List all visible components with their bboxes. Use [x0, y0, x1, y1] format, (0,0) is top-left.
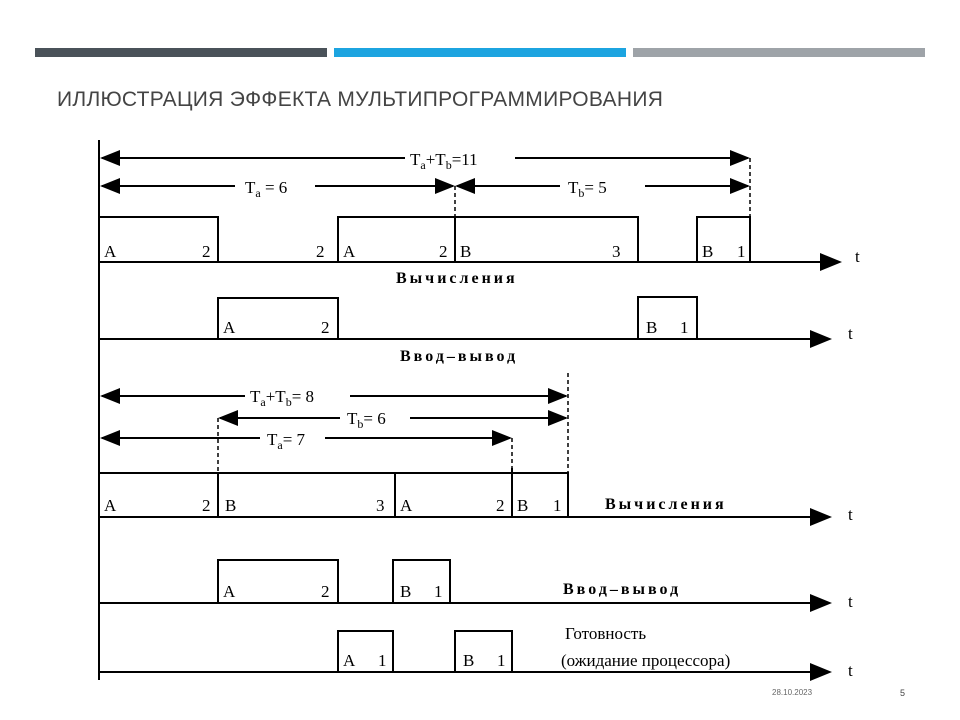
svg-text:B: B: [702, 242, 713, 261]
span-label: Ta= 7: [267, 430, 306, 452]
span-label: Tb= 6: [347, 409, 386, 431]
svg-text:B: B: [225, 496, 236, 515]
svg-text:B: B: [400, 582, 411, 601]
axis-label: t: [848, 661, 853, 680]
svg-text:B: B: [460, 242, 471, 261]
svg-text:3: 3: [612, 242, 621, 261]
svg-text:A: A: [223, 318, 236, 337]
svg-text:A: A: [223, 582, 236, 601]
row-label-compute: Вычисления: [396, 270, 518, 287]
slide-date: 28.10.2023: [772, 688, 813, 697]
svg-text:2: 2: [202, 242, 211, 261]
span-label: Tb= 5: [568, 178, 607, 200]
axis-label: t: [855, 247, 860, 266]
row-label-io: Ввод–вывод: [400, 348, 518, 365]
span-label: Ta+Tb=11: [410, 150, 478, 172]
row-label-io: Ввод–вывод: [563, 581, 681, 598]
header-bar-dark: [35, 48, 327, 57]
svg-text:1: 1: [378, 651, 387, 670]
header-bar-gray: [633, 48, 925, 57]
header-bar-blue: [334, 48, 626, 57]
axis-label: t: [848, 324, 853, 343]
svg-text:2: 2: [439, 242, 448, 261]
axis-label: t: [848, 505, 853, 524]
svg-text:1: 1: [553, 496, 562, 515]
ready-segments: A 1 B 1: [343, 651, 506, 670]
row-label-compute: Вычисления: [605, 496, 727, 513]
svg-text:A: A: [104, 496, 117, 515]
svg-text:2: 2: [316, 242, 325, 261]
svg-text:B: B: [517, 496, 528, 515]
io-segments: A 2 B 1: [223, 318, 689, 337]
svg-text:A: A: [343, 651, 356, 670]
io-segments: A 2 B 1: [223, 582, 443, 601]
svg-text:A: A: [400, 496, 413, 515]
span-label: Ta = 6: [245, 178, 287, 200]
svg-text:A: A: [104, 242, 117, 261]
svg-text:2: 2: [202, 496, 211, 515]
svg-text:1: 1: [497, 651, 506, 670]
svg-text:2: 2: [496, 496, 505, 515]
svg-text:B: B: [646, 318, 657, 337]
svg-text:1: 1: [434, 582, 443, 601]
svg-text:1: 1: [680, 318, 689, 337]
axis-label: t: [848, 592, 853, 611]
svg-text:1: 1: [737, 242, 746, 261]
row-label-ready: Готовность: [565, 624, 646, 643]
slide-title: ИЛЛЮСТРАЦИЯ ЭФФЕКТА МУЛЬТИПРОГРАММИРОВАН…: [57, 88, 664, 111]
compute-segments: A 2 B 3 A 2 B 1: [104, 496, 562, 515]
svg-text:B: B: [463, 651, 474, 670]
svg-text:2: 2: [321, 318, 330, 337]
svg-text:3: 3: [376, 496, 385, 515]
span-label: Ta+Tb= 8: [250, 387, 314, 409]
svg-text:2: 2: [321, 582, 330, 601]
slide-number: 5: [900, 688, 906, 698]
svg-text:A: A: [343, 242, 356, 261]
row-label-ready-sub: (ожидание процессора): [561, 651, 730, 670]
